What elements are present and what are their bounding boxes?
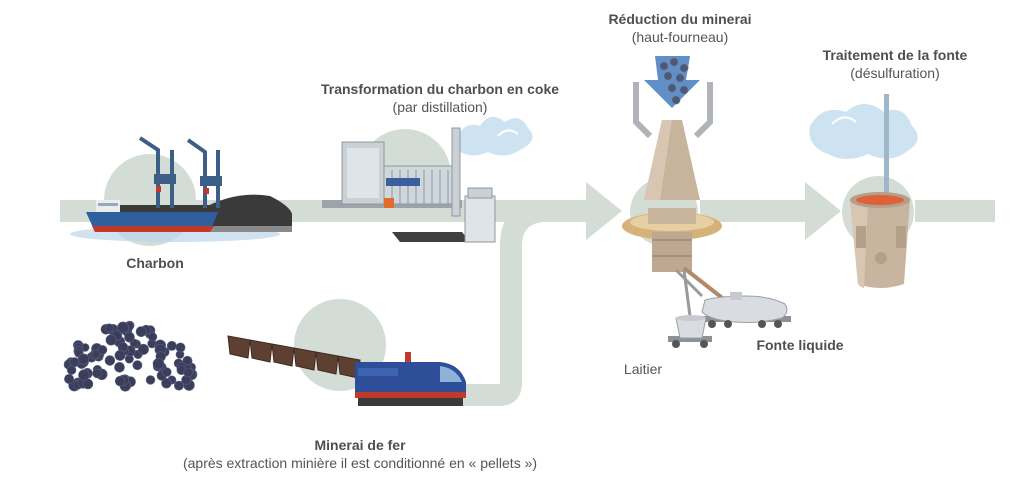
blast-furnace-icon [622,56,732,317]
furnace-label: Réduction du minerai (haut-fourneau) [580,10,780,46]
slag-title: Laitier [623,361,663,377]
desulfurization-ladle-icon [809,94,918,288]
ore-subtitle: (après extraction minière il est conditi… [182,455,538,471]
furnace-to-treatment-band [700,200,815,222]
pig-iron-label: Fonte liquide [740,336,860,354]
ore-riser [498,200,560,406]
arrow-to-treatment [805,182,841,240]
coke-subtitle: (par distillation) [392,99,488,115]
coal-title: Charbon [126,255,184,271]
furnace-subtitle: (haut-fourneau) [631,29,729,45]
torpedo-car-icon [695,292,791,328]
coke-title: Transformation du charbon en coke [320,81,560,97]
coke-label: Transformation du charbon en coke (par d… [290,80,590,116]
slag-pot-icon [668,315,712,348]
ore-train-icon [227,335,466,406]
treatment-subtitle: (désulfuration) [850,65,940,81]
pig-iron-title: Fonte liquide [756,337,844,353]
treatment-title: Traitement de la fonte [822,47,968,63]
treatment-label: Traitement de la fonte (désulfuration) [795,46,995,82]
ore-title: Minerai de fer [314,437,406,453]
ore-label: Minerai de fer (après extraction minière… [130,436,590,472]
arrow-to-furnace [580,182,622,240]
coal-label: Charbon [110,254,200,272]
iron-pellets-icon [63,320,198,392]
exit-band [915,200,995,222]
slag-label: Laitier [608,360,678,378]
coal-ship-icon [70,136,292,242]
coke-plant-icon [322,116,533,243]
furnace-title: Réduction du minerai [608,11,752,27]
